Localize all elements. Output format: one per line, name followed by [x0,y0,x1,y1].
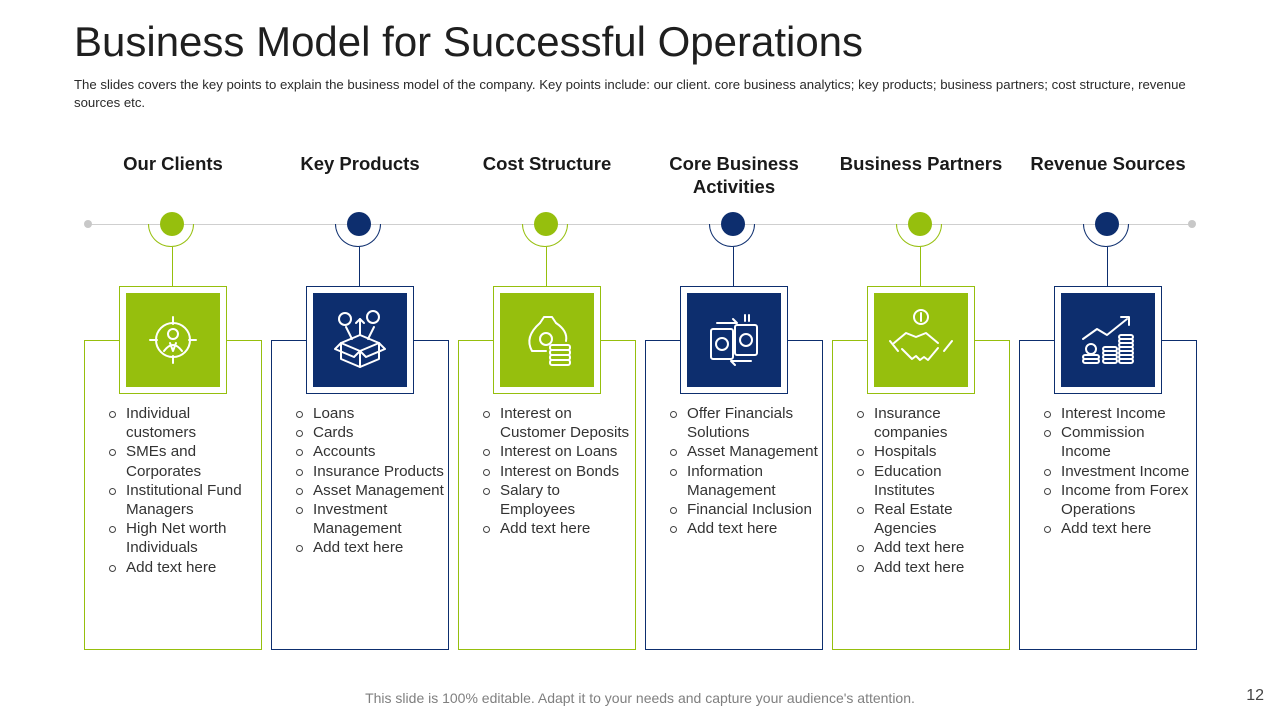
list-item: Asset Management [295,481,445,500]
bullet-list: Interest Income Commission Income Invest… [1043,404,1193,538]
timeline-start-dot [84,220,92,228]
list-item: Loans [295,404,445,423]
connector-stem [920,247,922,289]
timeline-node [1095,212,1119,236]
list-item: Information Management [669,462,819,500]
connector-stem [359,247,361,289]
list-item: Real Estate Agencies [856,500,1006,538]
list-item: Add text here [1043,519,1193,538]
icon-frame [493,286,601,394]
list-item: Individual customers [108,404,258,442]
list-item: Financial Inclusion [669,500,819,519]
connector-stem [733,247,735,289]
icon-frame [680,286,788,394]
handshake-dollar-icon [874,293,968,387]
timeline-node [908,212,932,236]
list-item: Add text here [108,558,258,577]
list-item: Add text here [669,519,819,538]
list-item: Income from Forex Operations [1043,481,1193,519]
list-item: Add text here [482,519,632,538]
list-item: Add text here [295,538,445,557]
timeline-line [88,224,1192,225]
timeline-end-dot [1188,220,1196,228]
list-item: Hospitals [856,442,1006,461]
icon-frame [306,286,414,394]
bullet-list: Interest on Customer Deposits Interest o… [482,404,632,538]
connector-stem [172,247,174,289]
column-business-partners: Business Partners Insurance companies Ho… [832,0,1010,720]
column-heading: Key Products [300,153,420,174]
list-item: Salary to Employees [482,481,632,519]
column-cost-structure: Cost Structure Interest on Customer Depo… [458,0,636,720]
list-item: Add text here [856,558,1006,577]
column-our-clients: Our Clients Individual customers SMEs an… [84,0,262,720]
connector-stem [546,247,548,289]
column-core-business-activities: Core Business Activities Offer Financial… [645,0,823,720]
bullet-list: Individual customers SMEs and Corporates… [108,404,258,577]
list-item: Commission Income [1043,423,1193,461]
list-item: Interest Income [1043,404,1193,423]
list-item: Cards [295,423,445,442]
footer-note: This slide is 100% editable. Adapt it to… [365,690,915,706]
icon-frame [119,286,227,394]
column-revenue-sources: Revenue Sources Interest Income Commissi… [1019,0,1197,720]
list-item: SMEs and Corporates [108,442,258,480]
list-item: Accounts [295,442,445,461]
timeline-node [534,212,558,236]
currency-exchange-icon [687,293,781,387]
bullet-list: Offer Financials Solutions Asset Managem… [669,404,819,538]
list-item: Education Institutes [856,462,1006,500]
list-item: Investment Income [1043,462,1193,481]
list-item: Interest on Loans [482,442,632,461]
list-item: Insurance companies [856,404,1006,442]
icon-frame [1054,286,1162,394]
timeline-node [160,212,184,236]
list-item: Institutional Fund Managers [108,481,258,519]
slide-title: Business Model for Successful Operations [74,18,864,65]
connector-stem [1107,247,1109,289]
list-item: Investment Management [295,500,445,538]
box-rupee-icon [313,293,407,387]
column-heading: Core Business Activities [669,153,799,197]
list-item: Interest on Customer Deposits [482,404,632,442]
column-heading: Revenue Sources [1030,153,1186,174]
column-heading: Cost Structure [482,153,612,174]
column-heading: Our Clients [123,153,223,174]
bullet-list: Loans Cards Accounts Insurance Products … [295,404,445,558]
list-item: Insurance Products [295,462,445,481]
timeline-node [721,212,745,236]
icon-frame [867,286,975,394]
list-item: Asset Management [669,442,819,461]
column-heading: Business Partners [839,153,1003,174]
bullet-list: Insurance companies Hospitals Education … [856,404,1006,577]
slide-subtitle: The slides covers the key points to expl… [74,77,1186,110]
timeline-node [347,212,371,236]
money-bag-coins-icon [500,293,594,387]
list-item: High Net worth Individuals [108,519,258,557]
growth-coins-icon [1061,293,1155,387]
list-item: Offer Financials Solutions [669,404,819,442]
list-item: Add text here [856,538,1006,557]
page-number: 12 [1246,687,1264,704]
target-person-icon [126,293,220,387]
list-item: Interest on Bonds [482,462,632,481]
content-card [832,340,1010,650]
column-key-products: Key Products Loans Cards Accounts Insura… [271,0,449,720]
